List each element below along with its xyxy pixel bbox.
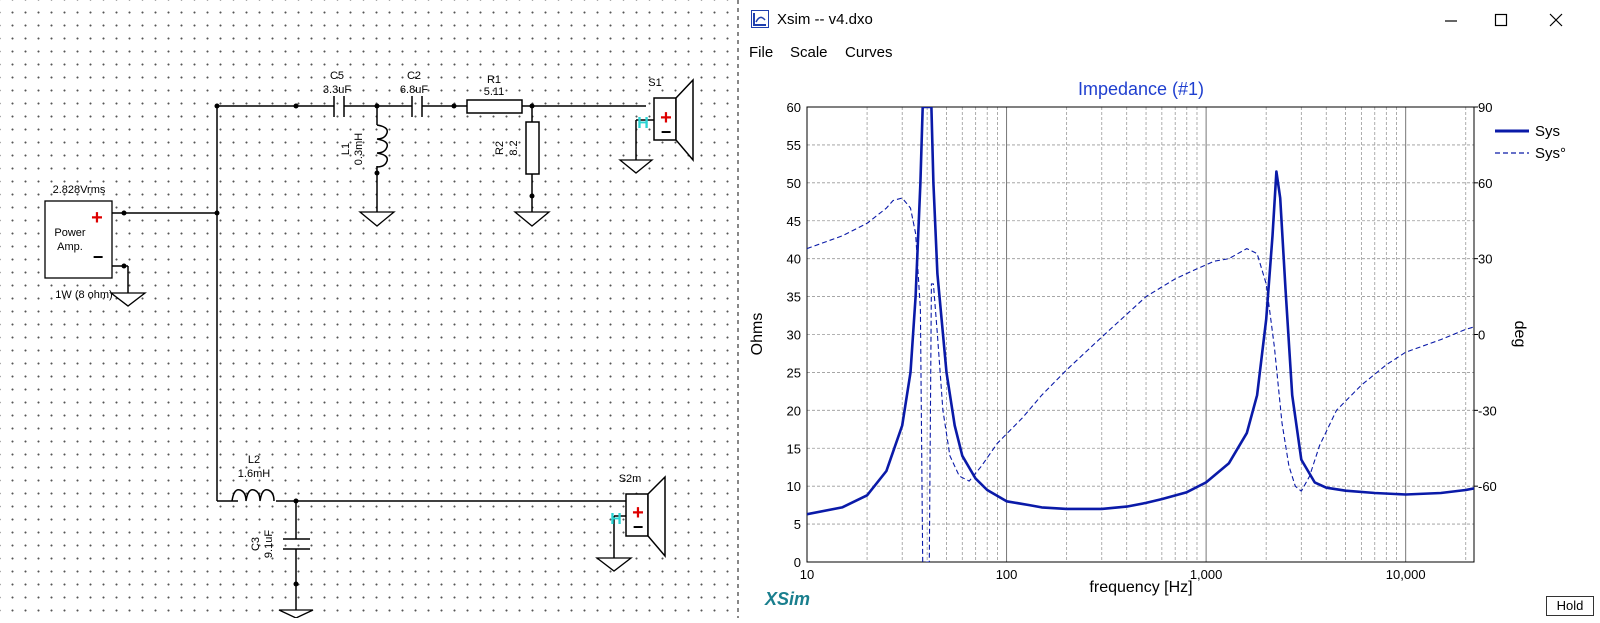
y-tick-label: 50 (787, 176, 801, 191)
y-tick-label: 60 (787, 100, 801, 115)
minimize-button[interactable] (1429, 6, 1473, 34)
c3-value-label: 9.1uF (263, 530, 275, 558)
chart-title: Impedance (#1) (1078, 79, 1204, 99)
c2-name-label: C2 (407, 70, 421, 82)
chart-legend: Sys Sys° (1495, 123, 1566, 162)
y-tick-label: 35 (787, 290, 801, 305)
pane-divider[interactable] (737, 0, 739, 618)
y2-tick-label: 60 (1478, 176, 1492, 191)
c5-name-label: C5 (330, 70, 344, 82)
l2-name-label: L2 (248, 454, 260, 466)
xsim-app-icon (751, 10, 769, 28)
s2-plus-sign: + (632, 502, 644, 524)
y-tick-label: 45 (787, 214, 801, 229)
menu-scale[interactable]: Scale (790, 44, 828, 61)
inductor-l1-symbol (376, 124, 389, 168)
r2-value-label: 8.2 (508, 140, 520, 155)
hold-button[interactable]: Hold (1546, 596, 1594, 616)
c3-name-label: C3 (250, 537, 262, 551)
y-tick-label: 0 (794, 555, 801, 570)
s2-minus-sign: − (633, 517, 644, 537)
close-icon (1549, 13, 1563, 27)
s2-h-marker: H (610, 511, 622, 528)
y-tick-label: 30 (787, 328, 801, 343)
resistor-r2-symbol (525, 121, 540, 175)
l1-name-label: L1 (340, 143, 352, 155)
y2-tick-label: 30 (1478, 252, 1492, 267)
resistor-r1-symbol (466, 99, 523, 114)
series-sys-phase-line (807, 197, 1474, 562)
x-tick-label: 10,000 (1386, 567, 1426, 582)
r2-name-label: R2 (494, 141, 506, 155)
power-amp-box (44, 200, 113, 279)
capacitor-c2-symbol (411, 96, 423, 117)
y2-tick-label: -30 (1478, 403, 1497, 418)
y-tick-label: 5 (794, 517, 801, 532)
c2-value-label: 6.8uF (400, 84, 428, 96)
s2-name-label: S2m (619, 473, 642, 485)
schematic-drawing: C5 3.3uF C2 6.8uF R1 5.11 S1 2.828Vrms P… (44, 70, 694, 619)
speaker-s1-symbol (653, 78, 694, 163)
window-title: Xsim -- v4.dxo (777, 11, 873, 28)
l2-value-label: 1.6mH (238, 468, 270, 480)
y-tick-label: 15 (787, 441, 801, 456)
minimize-icon (1445, 20, 1457, 22)
x-axis-label: frequency [Hz] (1089, 579, 1192, 596)
menu-bar: File Scale Curves (739, 40, 1600, 64)
y2-axis-label: deg (1511, 321, 1528, 348)
y-tick-label: 25 (787, 365, 801, 380)
y-tick-label: 40 (787, 252, 801, 267)
s1-plus-sign: + (660, 107, 672, 129)
y2-tick-label: 0 (1478, 328, 1485, 343)
l1-value-label: 0.3mH (353, 133, 365, 165)
x-tick-label: 10 (800, 567, 814, 582)
impedance-chart: 0 5 10 15 20 25 30 35 40 45 50 55 60 -60 -30 0 30 60 90 10 1… (749, 79, 1566, 596)
menu-curves[interactable]: Curves (845, 44, 893, 61)
amp-label-line2: Amp. (57, 241, 83, 253)
amp-power-label: 1W (8 ohm) (55, 289, 112, 301)
r1-name-label: R1 (487, 74, 501, 86)
menu-file[interactable]: File (749, 44, 774, 61)
c5-value-label: 3.3uF (323, 84, 351, 96)
xsim-window: Xsim -- v4.dxo File Scale Curves 0 5 10 15 2… (739, 0, 1600, 618)
y-tick-label: 55 (787, 138, 801, 153)
legend-sys-phase-label: Sys° (1535, 145, 1566, 162)
s1-h-marker: H (637, 115, 649, 132)
amp-minus-sign: − (93, 247, 104, 267)
close-button[interactable] (1534, 6, 1578, 34)
legend-sys-label: Sys (1535, 123, 1560, 140)
schematic-canvas[interactable]: C5 3.3uF C2 6.8uF R1 5.11 S1 2.828Vrms P… (0, 0, 737, 619)
title-bar[interactable]: Xsim -- v4.dxo (739, 0, 1600, 38)
r1-value-label: 5.11 (484, 86, 505, 98)
x-tick-label: 1,000 (1190, 567, 1223, 582)
series-sys-impedance-line (807, 107, 1474, 516)
maximize-icon (1494, 13, 1508, 27)
capacitor-c5-symbol (333, 96, 345, 117)
x-tick-label: 100 (996, 567, 1018, 582)
y-tick-label: 10 (787, 479, 801, 494)
capacitor-c3-symbol (283, 538, 310, 550)
maximize-button[interactable] (1479, 6, 1523, 34)
amp-label-line1: Power (54, 227, 86, 239)
source-voltage-label: 2.828Vrms (53, 184, 106, 196)
xsim-logo: XSim (765, 589, 811, 609)
s1-minus-sign: − (661, 122, 672, 142)
y-tick-label: 20 (787, 403, 801, 418)
amp-plus-sign: + (91, 207, 103, 229)
ground-symbols (109, 159, 654, 619)
inductor-l2-symbol (231, 488, 275, 502)
s1-name-label: S1 (648, 77, 661, 89)
y-axis-label: Ohms (749, 313, 766, 356)
y2-tick-label: 90 (1478, 100, 1492, 115)
impedance-plot[interactable]: 0 5 10 15 20 25 30 35 40 45 50 55 60 -60 -30 0 30 60 90 10 1… (739, 64, 1600, 618)
speaker-s2-symbol (625, 475, 666, 559)
y2-tick-label: -60 (1478, 479, 1497, 494)
